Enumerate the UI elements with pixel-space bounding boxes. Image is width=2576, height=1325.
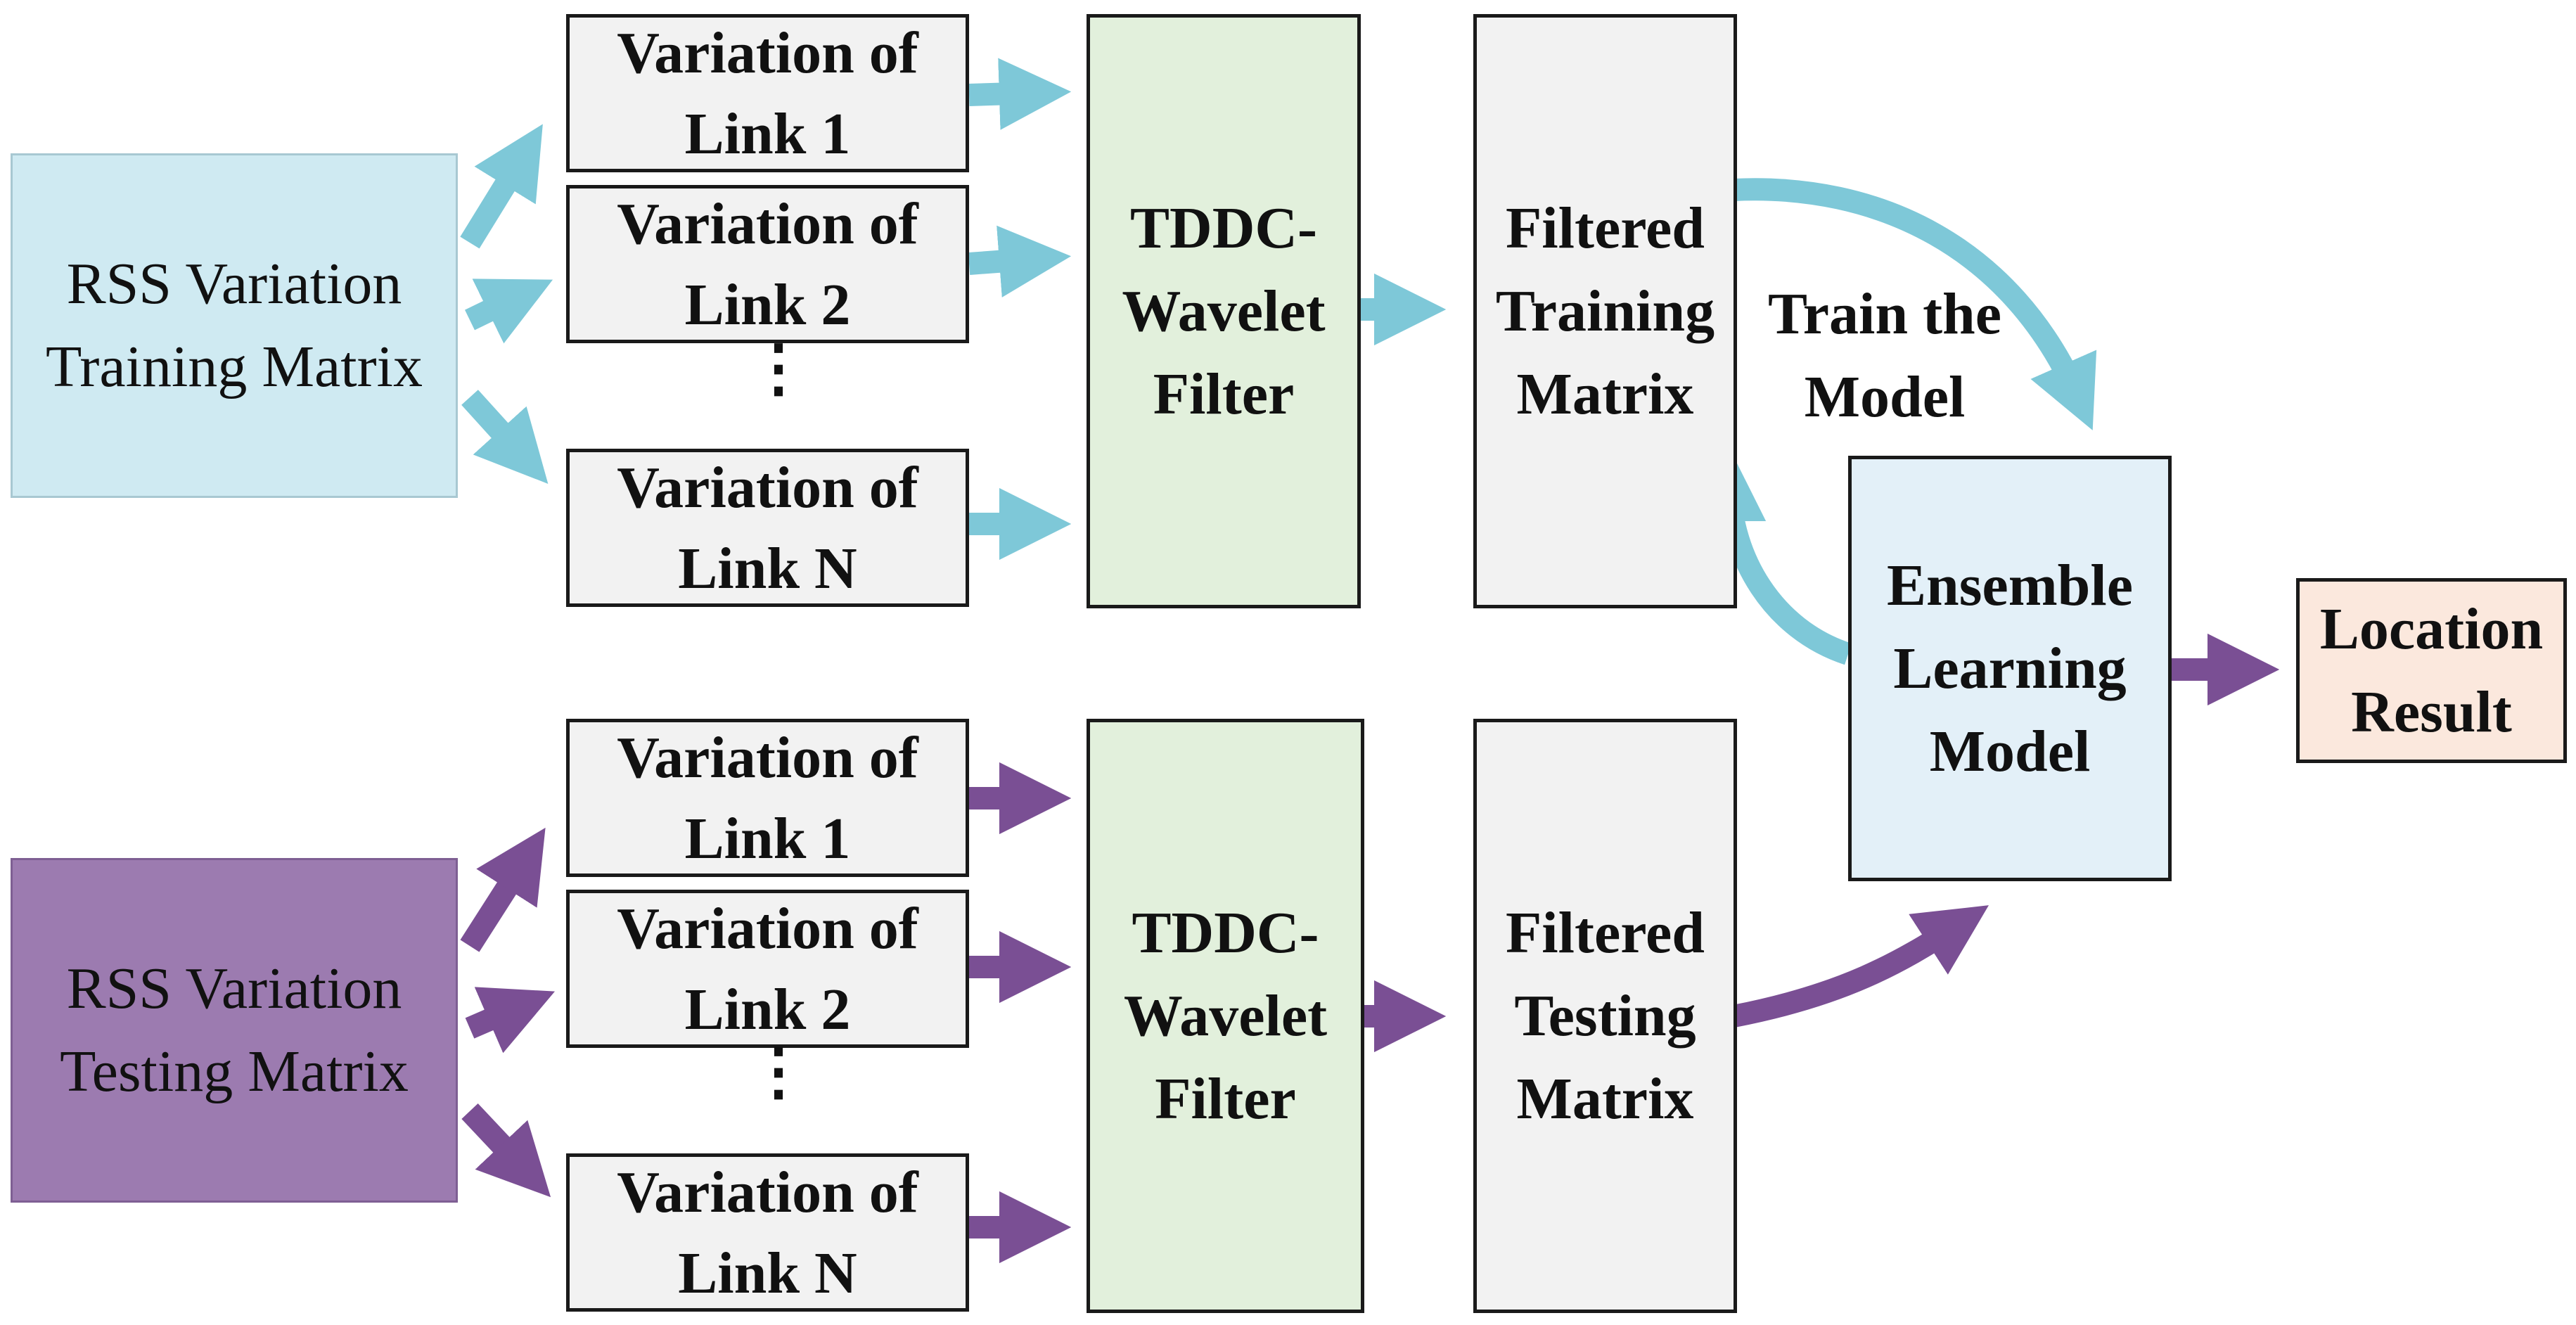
arrow-ensemble-to-filtered-training	[1693, 449, 1852, 665]
testing-link2-box: Variation of Link 2	[566, 890, 969, 1048]
filtered-training-box: Filtered Training Matrix	[1473, 14, 1737, 608]
testing-link1-line1: Variation of	[617, 724, 918, 790]
filtered-testing-line2: Testing	[1514, 982, 1696, 1049]
ensemble-line2: Learning	[1893, 635, 2127, 701]
training-filter-box: TDDC- Wavelet Filter	[1087, 14, 1361, 608]
training-linkN-line2: Link N	[678, 535, 857, 601]
testing-linkN-box: Variation of Link N	[566, 1153, 969, 1312]
ensemble-line1: Ensemble	[1886, 552, 2134, 618]
testing-matrix-box: RSS Variation Testing Matrix	[11, 858, 458, 1203]
training-linkN-line1: Variation of	[617, 454, 918, 520]
train-model-line1: Train the	[1767, 281, 2002, 347]
training-link1-line1: Variation of	[617, 20, 918, 86]
testing-links-ellipsis: ⋮	[747, 1037, 810, 1107]
testing-filter-line3: Filter	[1155, 1065, 1296, 1132]
testing-linkN-line1: Variation of	[617, 1159, 918, 1225]
training-matrix-box: RSS Variation Training Matrix	[11, 153, 458, 498]
ensemble-line3: Model	[1929, 718, 2091, 784]
arrow-filtered-testing-to-ensemble	[1731, 905, 1989, 1028]
arrow-test-matrix-to-linkN	[461, 1103, 551, 1198]
testing-linkN-line2: Link N	[678, 1240, 857, 1306]
filtered-training-line3: Matrix	[1516, 361, 1694, 427]
training-link2-line1: Variation of	[617, 191, 918, 257]
training-link2-line2: Link 2	[684, 271, 851, 338]
testing-link2-line1: Variation of	[617, 895, 918, 961]
arrow-train-link1-to-filter	[968, 58, 1072, 130]
filtered-training-line1: Filtered	[1505, 195, 1705, 261]
testing-link2-line2: Link 2	[684, 976, 851, 1042]
arrow-train-matrix-to-link2	[465, 279, 553, 344]
train-model-label: Train the Model	[1737, 273, 2032, 439]
arrow-train-link2-to-filter	[968, 225, 1072, 297]
training-filter-line2: Wavelet	[1122, 278, 1326, 344]
testing-link1-box: Variation of Link 1	[566, 719, 969, 877]
training-links-ellipsis: ⋮	[747, 334, 810, 404]
filtered-testing-box: Filtered Testing Matrix	[1473, 719, 1737, 1313]
filtered-testing-line3: Matrix	[1516, 1065, 1694, 1132]
testing-matrix-label: RSS Variation Testing Matrix	[60, 956, 409, 1104]
arrow-test-matrix-to-link1	[460, 827, 546, 952]
arrow-test-matrix-to-link2	[465, 987, 555, 1054]
testing-filter-line1: TDDC-	[1132, 900, 1319, 966]
training-link1-box: Variation of Link 1	[566, 14, 969, 172]
training-filter-line1: TDDC-	[1130, 195, 1317, 261]
testing-link1-line2: Link 1	[684, 805, 851, 871]
train-model-line2: Model	[1804, 364, 1966, 430]
training-link1-line2: Link 1	[684, 101, 851, 167]
testing-filter-line2: Wavelet	[1123, 982, 1328, 1049]
arrow-train-matrix-to-link1	[460, 124, 543, 249]
filtered-testing-line1: Filtered	[1505, 900, 1705, 966]
arrow-train-matrix-to-linkN	[461, 390, 549, 484]
result-line1: Location	[2319, 596, 2544, 662]
ensemble-model-box: Ensemble Learning Model	[1848, 456, 2172, 881]
training-matrix-label: RSS Variation Training Matrix	[46, 251, 423, 399]
training-filter-line3: Filter	[1153, 361, 1295, 427]
filtered-training-line2: Training	[1495, 278, 1715, 344]
location-result-box: Location Result	[2296, 578, 2567, 763]
testing-filter-box: TDDC- Wavelet Filter	[1087, 719, 1364, 1313]
result-line2: Result	[2351, 679, 2512, 745]
arrow-filtered-training-to-ensemble	[1733, 178, 2097, 430]
training-link2-box: Variation of Link 2	[566, 185, 969, 343]
training-linkN-box: Variation of Link N	[566, 449, 969, 607]
